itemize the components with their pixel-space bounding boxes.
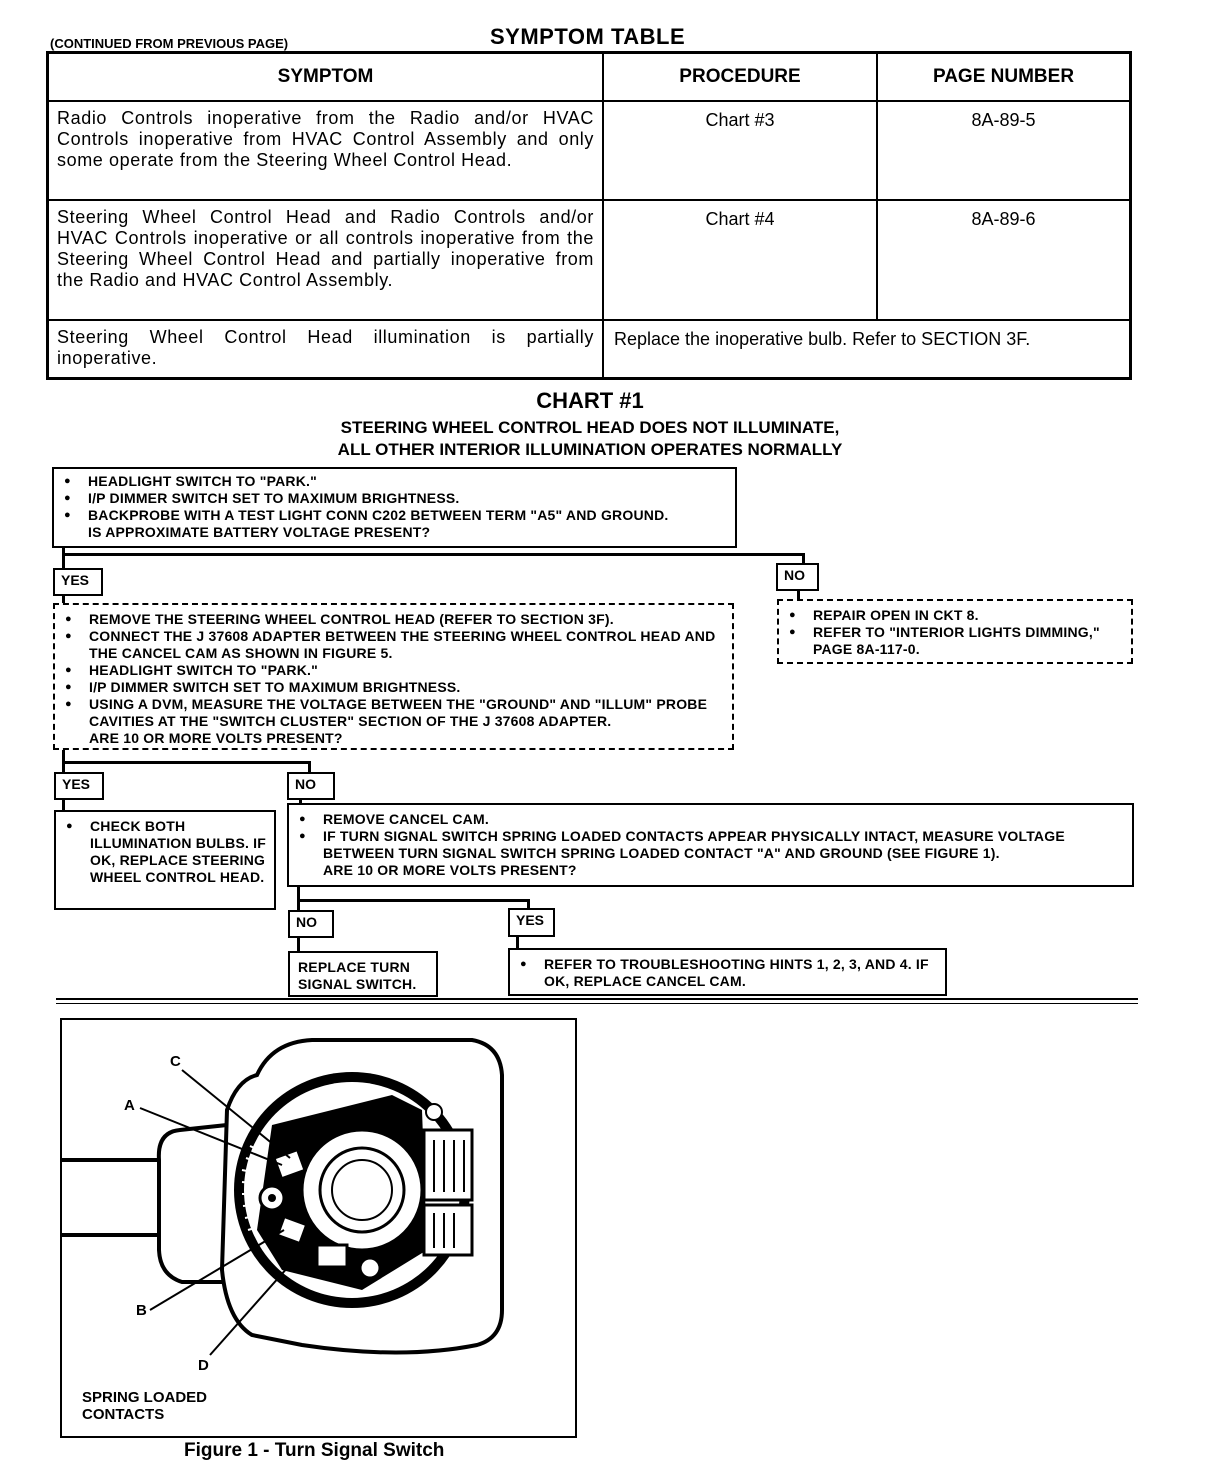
list-item: HEADLIGHT SWITCH TO "PARK.": [62, 473, 727, 490]
spring-loaded-label-line2: CONTACTS: [82, 1406, 164, 1423]
table-row: Radio Controls inoperative from the Radi…: [46, 100, 1132, 201]
flow-box-refer-hints: REFER TO TROUBLESHOOTING HINTS 1, 2, 3, …: [508, 948, 947, 996]
yes-label: YES: [54, 772, 104, 800]
flow-action-text: REPLACE TURN SIGNAL SWITCH.: [298, 959, 417, 992]
continued-note: (CONTINUED FROM PREVIOUS PAGE): [50, 36, 289, 51]
list-item: BACKPROBE WITH A TEST LIGHT CONN C202 BE…: [62, 507, 727, 524]
symptom-table-title: SYMPTOM TABLE: [490, 24, 686, 49]
symptom-table: SYMPTOM PROCEDURE PAGE NUMBER Radio Cont…: [46, 51, 1132, 380]
turn-signal-switch-illustration: C A B D SPRING LOADED CONTACTS: [62, 1038, 504, 1423]
section-divider: [56, 1003, 1138, 1004]
list-item: IF TURN SIGNAL SWITCH SPRING LOADED CONT…: [297, 828, 1124, 862]
yes-label: YES: [53, 568, 103, 596]
flow-question: ARE 10 OR MORE VOLTS PRESENT?: [89, 730, 343, 746]
flow-box-initial-test: HEADLIGHT SWITCH TO "PARK." I/P DIMMER S…: [52, 467, 737, 548]
chart-subtitle-line1: STEERING WHEEL CONTROL HEAD DOES NOT ILL…: [340, 418, 840, 437]
procedure-cell: Chart #3: [602, 100, 878, 201]
list-item: REMOVE CANCEL CAM.: [297, 811, 1124, 828]
flow-box-check-bulbs: CHECK BOTH ILLUMINATION BULBS. IF OK, RE…: [54, 810, 276, 910]
no-label: NO: [287, 772, 335, 800]
flow-question: IS APPROXIMATE BATTERY VOLTAGE PRESENT?: [88, 524, 431, 540]
table-header-row: SYMPTOM PROCEDURE PAGE NUMBER: [46, 51, 1132, 102]
symptom-cell: Steering Wheel Control Head illumination…: [46, 319, 604, 379]
section-divider: [56, 998, 1138, 1000]
table-row: Steering Wheel Control Head illumination…: [46, 319, 1132, 379]
list-item: REFER TO "INTERIOR LIGHTS DIMMING," PAGE…: [787, 624, 1123, 658]
page-number-cell: 8A-89-6: [876, 199, 1132, 321]
list-item: REPAIR OPEN IN CKT 8.: [787, 607, 1123, 624]
column-header-symptom: SYMPTOM: [46, 51, 604, 102]
figure-label-d: D: [198, 1357, 209, 1374]
figure-label-c: C: [170, 1053, 181, 1070]
list-item: CONNECT THE J 37608 ADAPTER BETWEEN THE …: [63, 628, 724, 662]
figure-label-a: A: [124, 1097, 135, 1114]
yes-label: YES: [508, 908, 555, 937]
flow-box-dvm-test: REMOVE THE STEERING WHEEL CONTROL HEAD (…: [53, 603, 734, 750]
spring-loaded-label-line1: SPRING LOADED: [82, 1389, 207, 1406]
figure-caption: Figure 1 - Turn Signal Switch: [184, 1440, 445, 1461]
flow-box-cancel-cam: REMOVE CANCEL CAM. IF TURN SIGNAL SWITCH…: [287, 803, 1134, 887]
chart-subtitle-line2: ALL OTHER INTERIOR ILLUMINATION OPERATES…: [337, 440, 843, 459]
list-item: CHECK BOTH ILLUMINATION BULBS. IF OK, RE…: [64, 818, 266, 886]
list-item: I/P DIMMER SWITCH SET TO MAXIMUM BRIGHTN…: [63, 679, 724, 696]
list-item: HEADLIGHT SWITCH TO "PARK.": [63, 662, 724, 679]
flow-box-repair-open: REPAIR OPEN IN CKT 8. REFER TO "INTERIOR…: [777, 599, 1133, 664]
column-header-page-number: PAGE NUMBER: [876, 51, 1132, 102]
list-item: REFER TO TROUBLESHOOTING HINTS 1, 2, 3, …: [518, 956, 937, 990]
symptom-cell: Steering Wheel Control Head and Radio Co…: [46, 199, 604, 321]
chart-title: CHART #1: [536, 388, 644, 413]
no-label: NO: [288, 910, 334, 938]
figure-label-b: B: [136, 1302, 147, 1319]
table-row: Steering Wheel Control Head and Radio Co…: [46, 199, 1132, 321]
flow-question: ARE 10 OR MORE VOLTS PRESENT?: [323, 862, 577, 878]
list-item: REMOVE THE STEERING WHEEL CONTROL HEAD (…: [63, 611, 724, 628]
procedure-cell: Chart #4: [602, 199, 878, 321]
figure-frame: C A B D SPRING LOADED CONTACTS: [60, 1018, 577, 1438]
symptom-cell: Radio Controls inoperative from the Radi…: [46, 100, 604, 201]
flow-box-replace-switch: REPLACE TURN SIGNAL SWITCH.: [288, 951, 438, 997]
no-label: NO: [776, 563, 819, 591]
list-item: USING A DVM, MEASURE THE VOLTAGE BETWEEN…: [63, 696, 724, 730]
list-item: I/P DIMMER SWITCH SET TO MAXIMUM BRIGHTN…: [62, 490, 727, 507]
page-number-cell: 8A-89-5: [876, 100, 1132, 201]
column-header-procedure: PROCEDURE: [602, 51, 878, 102]
procedure-cell: Replace the inoperative bulb. Refer to S…: [602, 319, 1132, 379]
